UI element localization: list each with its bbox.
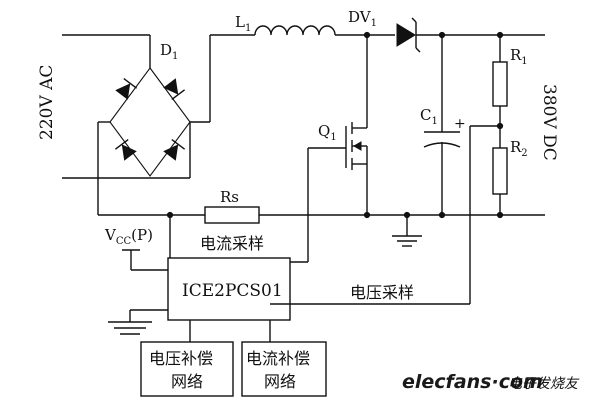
voltage-divider xyxy=(270,35,508,305)
controller-ic xyxy=(167,257,308,321)
bridge-diode-2 xyxy=(163,78,186,100)
capacitor-label: C1 xyxy=(420,106,438,127)
r1-label: R1 xyxy=(510,46,528,67)
boost-diode-dv1 xyxy=(396,17,545,53)
sense-resistor xyxy=(204,206,260,224)
watermark-site: elecfans·com xyxy=(402,371,543,393)
voltage-sampling-label: 电压采样 xyxy=(350,283,414,302)
mosfet-label: Q1 xyxy=(318,122,337,143)
input-voltage-label: 220V AC xyxy=(37,65,57,140)
bridge-label: D1 xyxy=(160,41,178,62)
bridge-diode-4 xyxy=(163,139,186,161)
ic-ground xyxy=(108,309,168,335)
r2-label: R2 xyxy=(510,138,528,159)
current-comp-line1: 电流补偿 xyxy=(246,349,310,368)
bridge-negative-wire xyxy=(97,121,205,216)
mosfet-q1 xyxy=(307,35,368,262)
voltage-comp-line1: 电压补偿 xyxy=(149,349,213,368)
bridge-diode-3 xyxy=(114,139,137,161)
capacitor-c1 xyxy=(423,35,461,215)
resistor-r1 xyxy=(492,61,508,107)
voltage-comp-line2: 网络 xyxy=(171,372,203,391)
vcc-label: VCC(P) xyxy=(104,226,153,247)
capacitor-polarity: + xyxy=(454,116,466,132)
ac-input-wires xyxy=(62,34,191,179)
bridge-rectifier xyxy=(109,67,191,177)
return-rail xyxy=(166,206,545,258)
vcc-supply xyxy=(122,249,168,271)
bridge-diode-1 xyxy=(115,78,138,100)
sense-resistor-label: Rs xyxy=(220,188,239,206)
output-voltage-label: 380V DC xyxy=(539,84,559,161)
bridge-positive-wire xyxy=(190,34,255,123)
current-comp-network xyxy=(241,320,327,397)
current-comp-line2: 网络 xyxy=(264,372,296,391)
boost-diode-label: DV1 xyxy=(348,8,377,29)
resistor-r2 xyxy=(492,147,508,195)
voltage-comp-network xyxy=(140,320,234,397)
watermark-logo: elecfans·com 电子发烧友 xyxy=(402,371,580,393)
watermark-cn: 电子发烧友 xyxy=(508,376,580,392)
inductor-label: L1 xyxy=(235,13,251,34)
current-sampling-label: 电流采样 xyxy=(200,234,264,253)
controller-label: ICE2PCS01 xyxy=(182,281,283,301)
